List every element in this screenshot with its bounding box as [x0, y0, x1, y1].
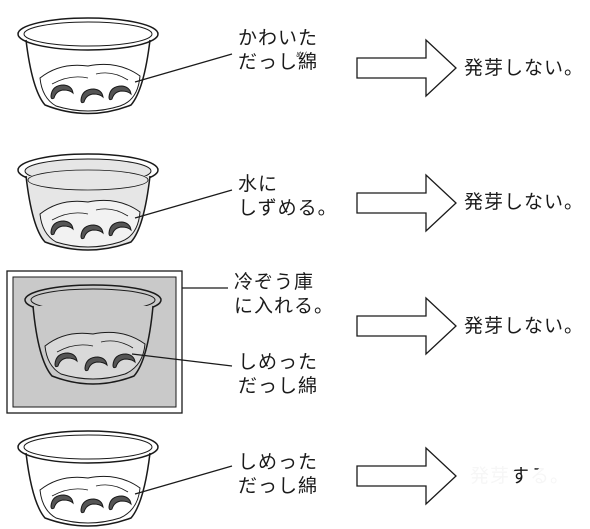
leader-line: [134, 189, 233, 219]
condition-label-fridge: 冷ぞう庫 に入れる。: [234, 270, 334, 318]
result-label: 発芽しない。: [464, 191, 585, 213]
condition-line: だっし綿: [238, 375, 319, 397]
condition-line: だっし綿: [238, 475, 319, 497]
bowl-fridge: [24, 284, 162, 385]
bowl-water: [17, 153, 159, 251]
condition-line: だっし綿: [238, 51, 319, 73]
arrow-icon: [356, 173, 457, 233]
ruby-annotation: めん: [296, 51, 310, 59]
condition-line: 水に: [238, 173, 279, 195]
condition-line: かわいた: [238, 27, 319, 49]
leader-line: [131, 353, 233, 367]
arrow-icon: [356, 446, 457, 506]
condition-label-dry: かわいた だっし綿: [238, 26, 318, 74]
sub-label-fridge-cotton: しめった だっし綿: [238, 350, 318, 398]
arrow-icon: [356, 296, 457, 356]
leader-line: [134, 53, 233, 83]
result-label: 発芽しない。: [464, 57, 585, 79]
condition-label-moist: しめった だっし綿: [238, 450, 318, 498]
bowl-moist: [17, 430, 159, 527]
condition-line: しめった: [238, 451, 319, 473]
arrow-icon: [356, 38, 457, 98]
condition-label-water: 水に しずめる。: [238, 172, 338, 220]
bowl-dry: [17, 17, 159, 115]
leader-line: [134, 465, 233, 495]
condition-line: しずめる。: [238, 197, 338, 219]
condition-line: 冷ぞう庫: [234, 271, 315, 293]
condition-line: に入れる。: [234, 295, 335, 317]
condition-line: しめった: [238, 351, 319, 373]
result-label: 発芽しない。: [464, 315, 585, 337]
result-label: 発芽する。: [470, 465, 571, 487]
